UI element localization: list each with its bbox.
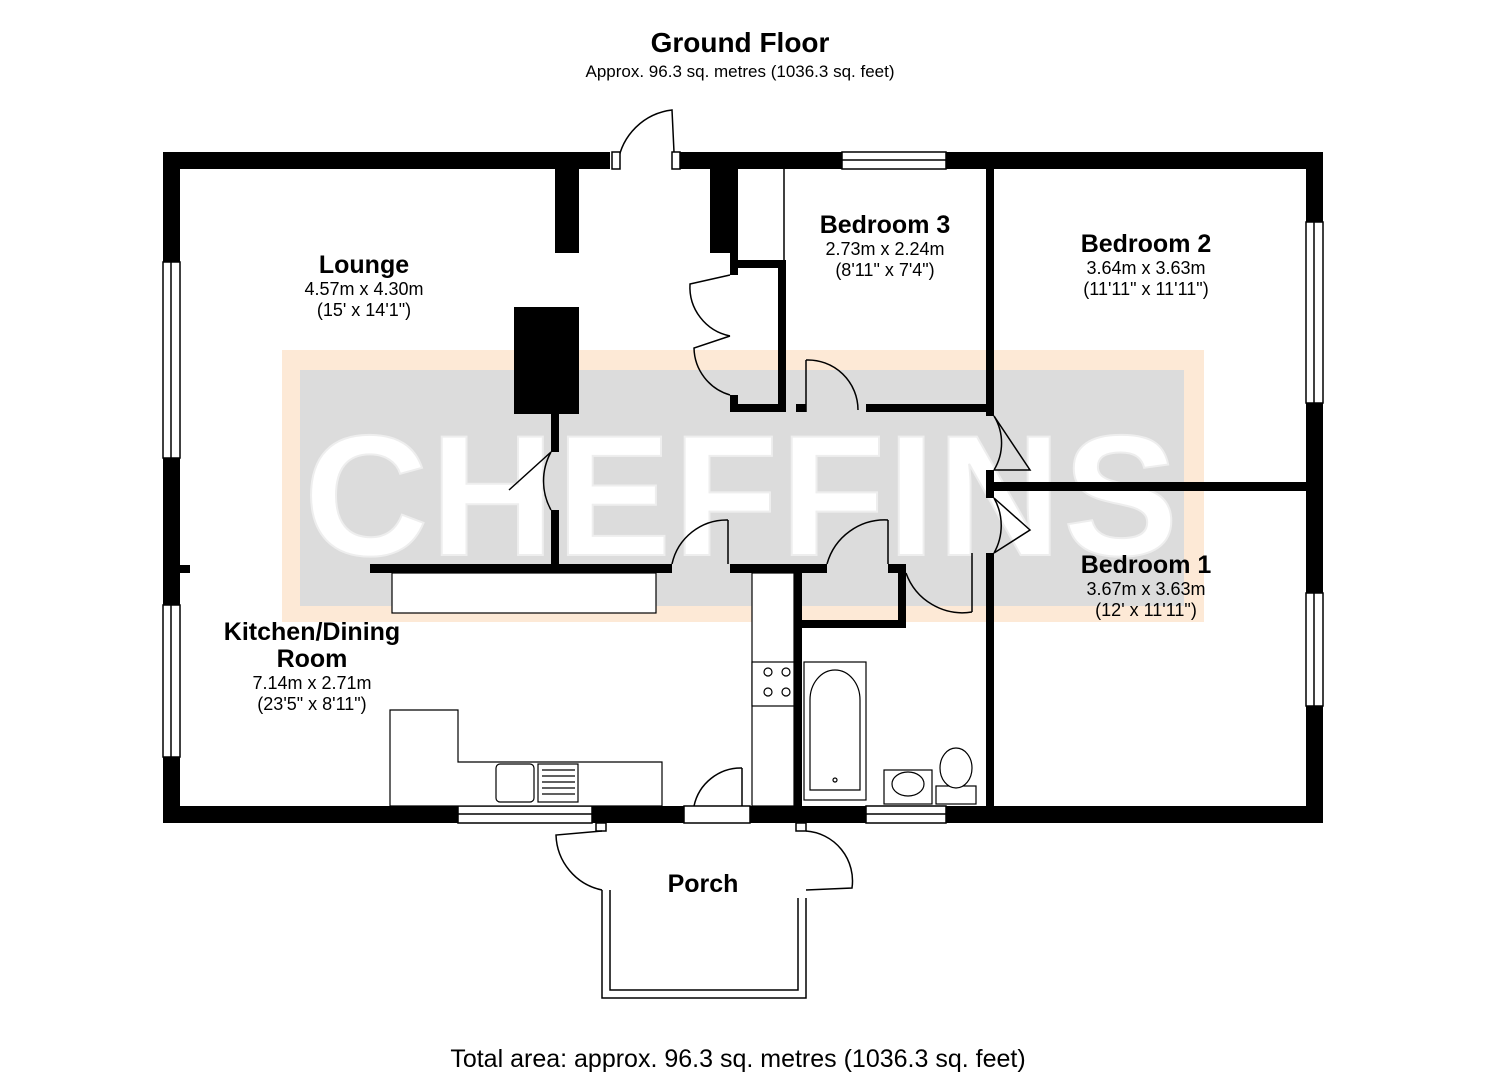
room-label-kitchen-dining: Kitchen/Dining Room 7.14m x 2.71m (23'5"… xyxy=(224,619,400,715)
bathroom-fittings xyxy=(803,661,977,805)
total-area: Total area: approx. 96.3 sq. metres (103… xyxy=(450,1045,1026,1073)
room-name: Porch xyxy=(667,870,739,898)
room-metric: 7.14m x 2.71m xyxy=(252,673,372,693)
room-label-bedroom-2: Bedroom 2 3.64m x 3.63m (11'11" x 11'11"… xyxy=(1081,231,1212,300)
room-name: Lounge xyxy=(318,251,410,279)
room-metric: 3.67m x 3.63m xyxy=(1086,579,1206,599)
room-imperial: (11'11" x 11'11") xyxy=(1083,279,1209,299)
room-imperial: (12' x 11'11") xyxy=(1095,600,1197,620)
room-name: Bedroom 3 xyxy=(819,211,951,239)
room-name: Kitchen/Dining Room xyxy=(223,618,401,673)
porch xyxy=(555,822,854,999)
windows xyxy=(162,151,1324,824)
room-label-porch: Porch xyxy=(668,871,739,898)
floor-area-subtitle: Approx. 96.3 sq. metres (1036.3 sq. feet… xyxy=(585,62,895,81)
room-imperial: (8'11" x 7'4") xyxy=(835,260,935,280)
room-imperial: (15' x 14'1") xyxy=(316,300,412,320)
outer-walls xyxy=(163,152,1323,823)
room-metric: 4.57m x 4.30m xyxy=(304,279,424,299)
interior-walls xyxy=(370,169,1306,806)
watermark-text: CHEFFINS xyxy=(304,400,1180,592)
kitchen-fittings xyxy=(389,572,795,807)
room-label-bedroom-1: Bedroom 1 3.67m x 3.63m (12' x 11'11") xyxy=(1081,552,1212,621)
room-imperial: (23'5" x 8'11") xyxy=(257,694,367,714)
floor-title: Ground Floor xyxy=(650,27,830,58)
doors xyxy=(508,109,1032,824)
room-name: Bedroom 1 xyxy=(1080,551,1212,579)
room-label-lounge: Lounge 4.57m x 4.30m (15' x 14'1") xyxy=(304,252,423,321)
room-label-bedroom-3: Bedroom 3 2.73m x 2.24m (8'11" x 7'4") xyxy=(820,212,951,281)
room-name: Bedroom 2 xyxy=(1080,230,1212,258)
room-metric: 2.73m x 2.24m xyxy=(825,239,945,259)
room-metric: 3.64m x 3.63m xyxy=(1086,258,1206,278)
